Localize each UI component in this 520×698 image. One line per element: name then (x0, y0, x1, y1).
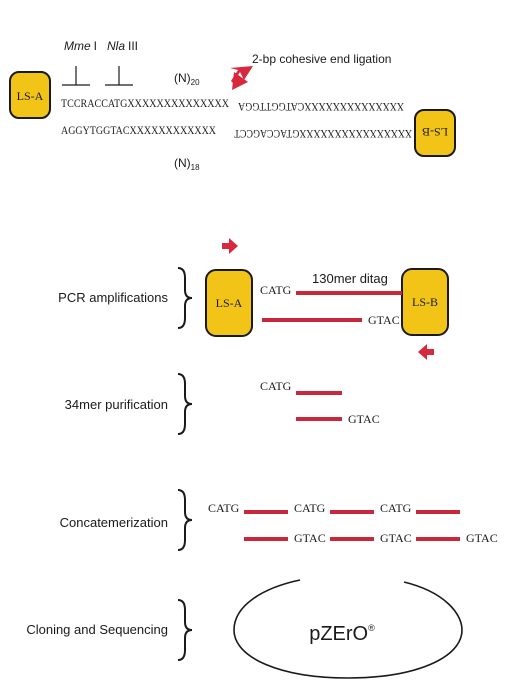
pcr-catg-label: CATG (260, 283, 292, 297)
pcr-step: LS-A LS-B 130mer ditag CATG GTAC (205, 238, 449, 360)
concat-catg-2: CATG (294, 501, 326, 515)
step-braces (177, 267, 193, 661)
mme-site-marker (62, 66, 90, 86)
concat-catg-1: CATG (208, 501, 240, 515)
step-label-pcr: PCR amplifications (58, 290, 168, 305)
step-label-concatemerization: Concatemerization (60, 515, 168, 530)
ls-a-label-top: LS-A (17, 89, 44, 103)
purif-catg-label: CATG (260, 379, 292, 393)
ls-b-box-top: LS-B (414, 109, 456, 157)
reverse-primer-arrow (418, 344, 434, 360)
step-labels: PCR amplifications 34mer purification Co… (26, 290, 168, 637)
step-label-cloning: Cloning and Sequencing (26, 622, 168, 637)
brace-cloning (177, 599, 193, 661)
ls-b-label-top: LS-B (422, 125, 448, 139)
concat-catg-3: CATG (380, 501, 412, 515)
ls-a-box-pcr: LS-A (205, 269, 253, 337)
ls-b-box-pcr: LS-B (401, 268, 449, 336)
ls-a-label-pcr: LS-A (216, 296, 243, 310)
concat-gtac-2: GTAC (380, 531, 412, 545)
n20-label: (N)20 (174, 71, 200, 87)
left-bottom-sequence: AGGYTGGTACXXXXXXXXXXXX (61, 123, 216, 137)
nla-site-marker (105, 66, 133, 86)
purif-gtac-label: GTAC (348, 412, 380, 426)
step-label-purification: 34mer purification (65, 397, 168, 412)
n18-label: (N)18 (174, 156, 200, 172)
purification-step: CATG GTAC (260, 379, 380, 426)
concat-gtac-3: GTAC (466, 531, 498, 545)
left-top-sequence: TCCRACCATGXXXXXXXXXXXXXX (61, 96, 229, 110)
ls-b-label-pcr: LS-B (412, 295, 438, 309)
concat-gtac-1: GTAC (294, 531, 326, 545)
pcr-gtac-label: GTAC (368, 313, 400, 327)
right-top-sequence: XXXXXXXXXXXXXXCATGGTTGGA (238, 100, 404, 114)
cohesive-end-label: 2-bp cohesive end ligation (252, 52, 391, 66)
cohesive-end-arrow (230, 66, 253, 90)
vector-name: pZErO® (309, 623, 375, 645)
cloning-step: pZErO® (233, 579, 463, 679)
ls-a-box-top: LS-A (9, 71, 51, 119)
ditag-label: 130mer ditag (312, 271, 388, 286)
brace-pcr (177, 267, 193, 329)
forward-primer-arrow (222, 238, 238, 254)
brace-concat (177, 489, 193, 551)
plasmid-vector-outline (233, 579, 463, 679)
brace-purification (177, 373, 193, 435)
right-bottom-sequence: XXXXXXXXXXXXXXXXGTACCAGCCT (233, 127, 412, 141)
concat-step: CATG CATG CATG GTAC GTAC GTAC (208, 501, 498, 545)
